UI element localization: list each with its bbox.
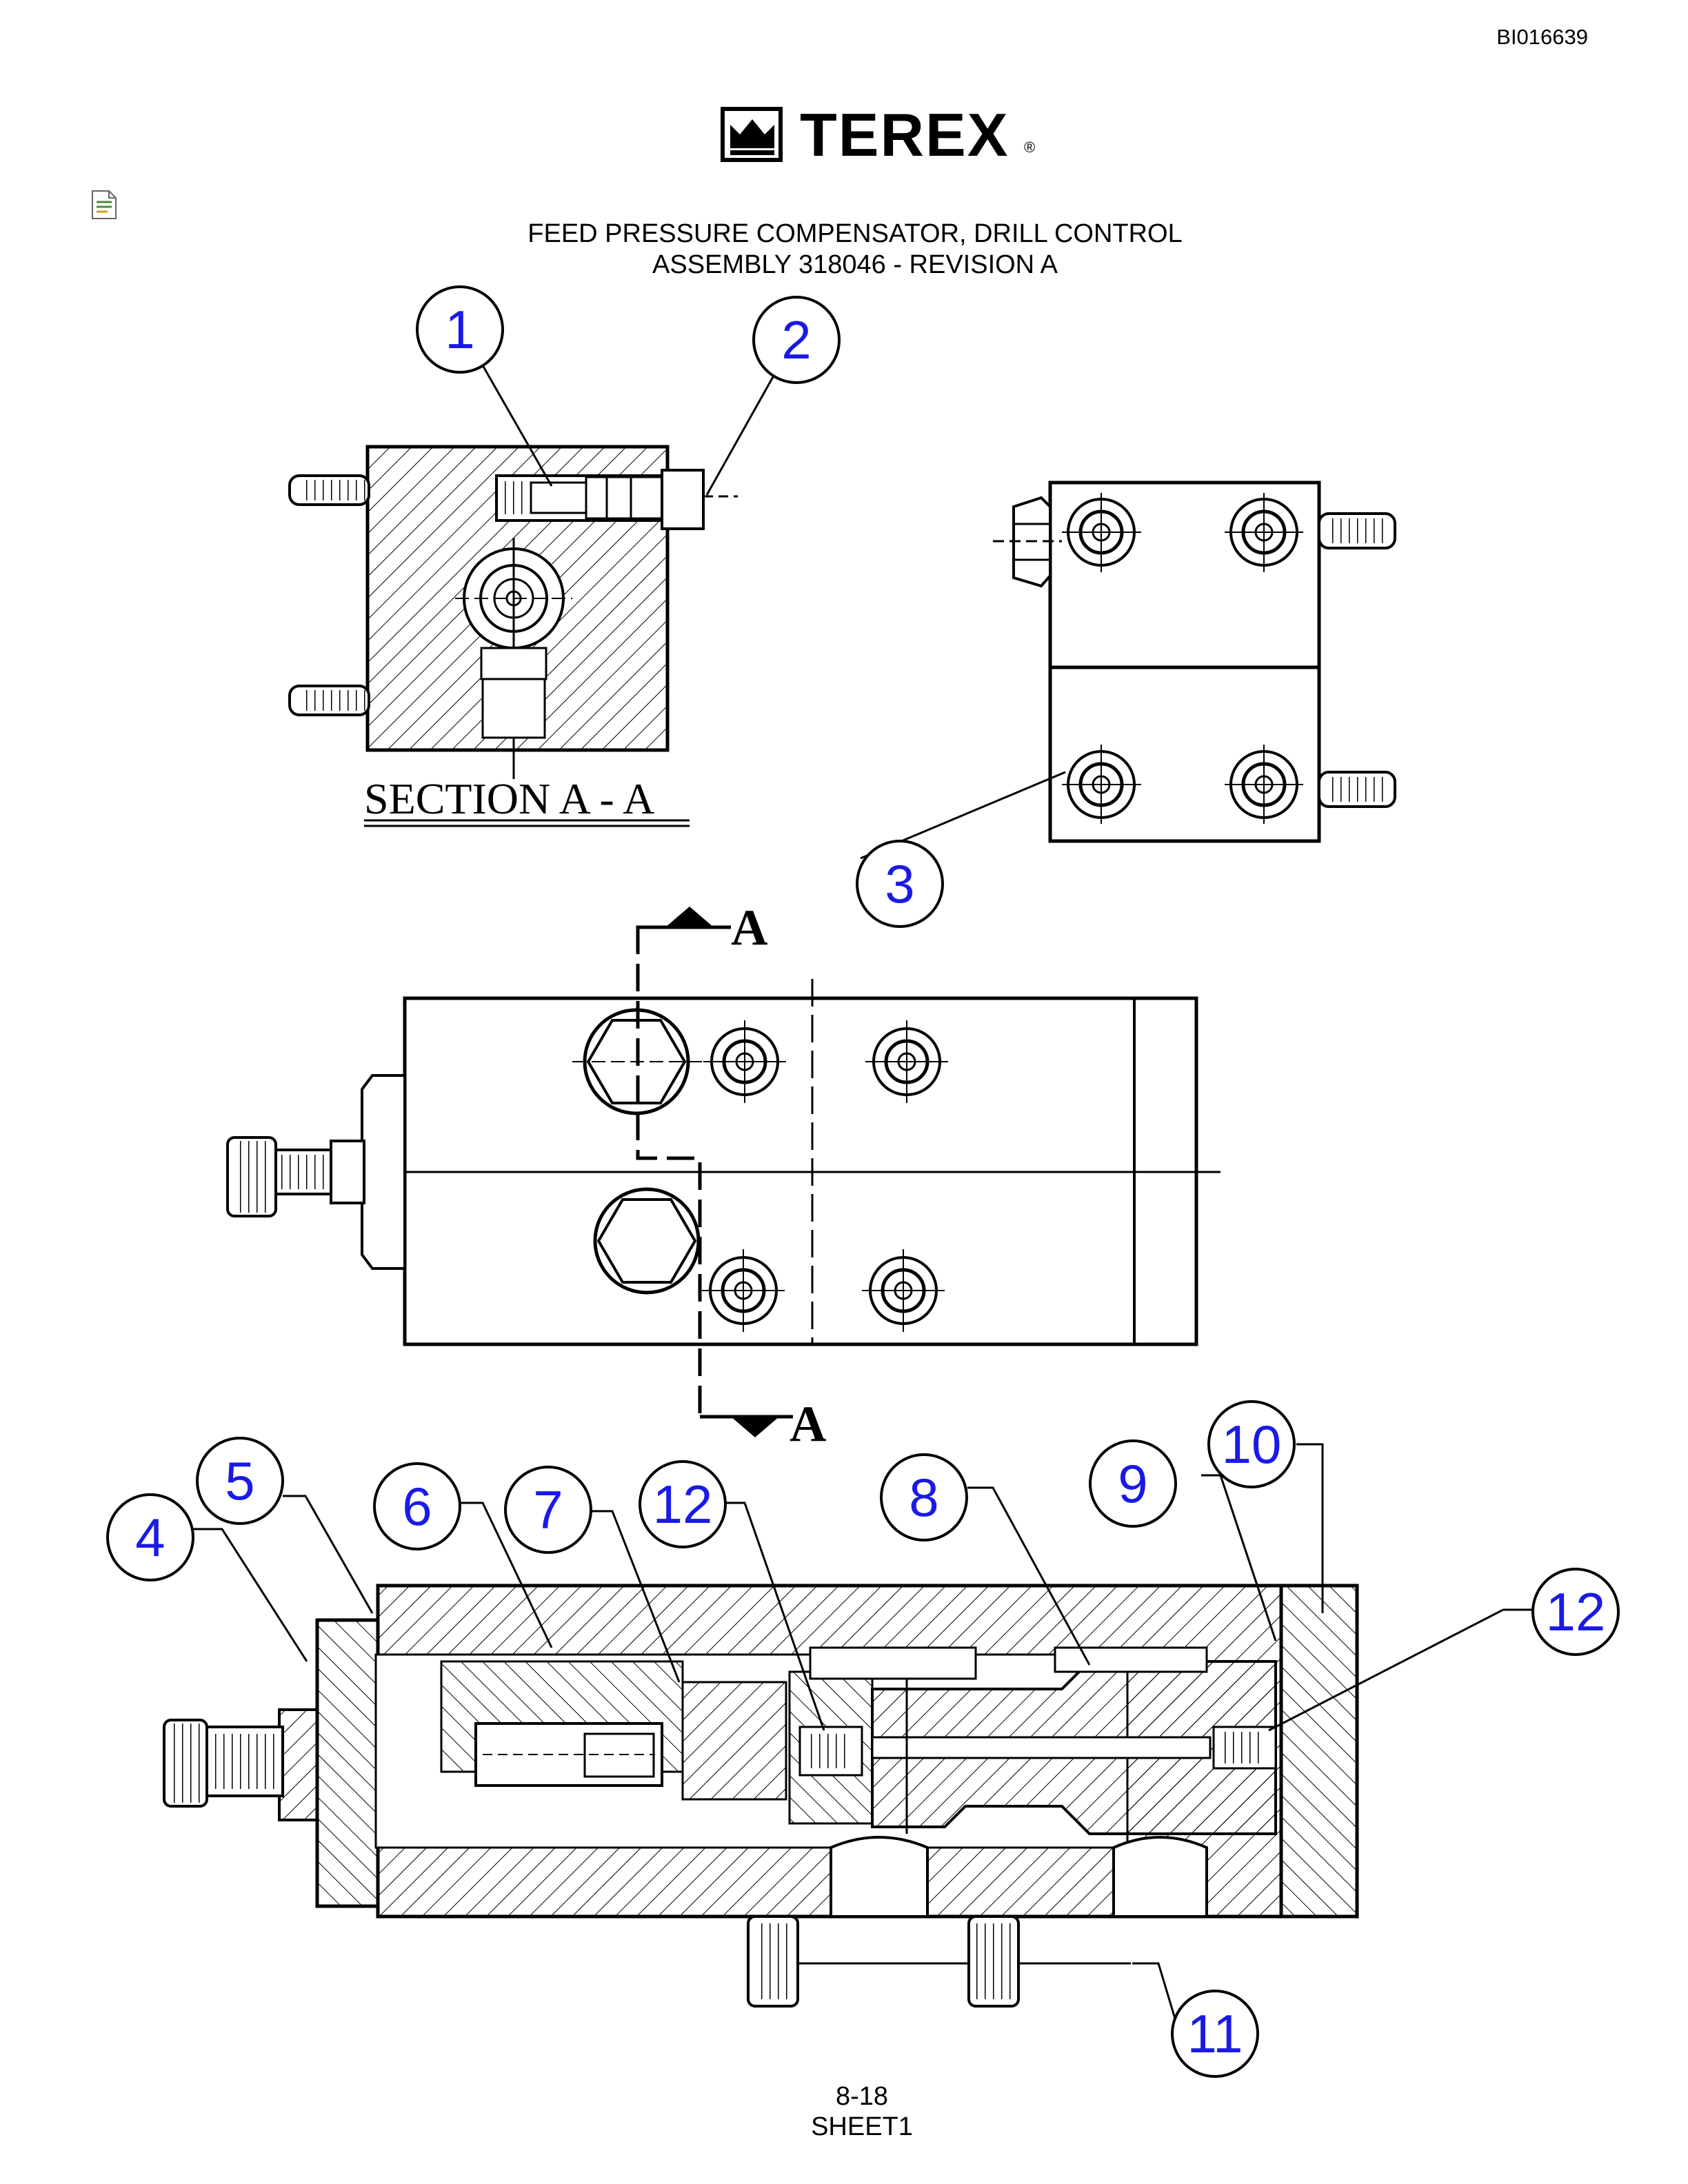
callout-12-left: 12 <box>639 1460 727 1548</box>
document-id: BI016639 <box>1496 25 1588 49</box>
registered-mark: ® <box>1024 139 1036 156</box>
callouts: 1 2 3 4 5 6 7 12 <box>106 285 1620 2078</box>
callout-5: 5 <box>196 1437 284 1525</box>
main-cross-section <box>163 1584 1359 2008</box>
svg-text:3: 3 <box>885 853 914 914</box>
svg-text:2: 2 <box>781 310 811 370</box>
sheet-label: SHEET1 <box>811 2112 913 2141</box>
svg-text:10: 10 <box>1222 1414 1282 1475</box>
callout-11: 11 <box>1171 1990 1259 2078</box>
callout-9: 9 <box>1089 1439 1177 1528</box>
svg-text:8: 8 <box>909 1467 938 1528</box>
callout-3: 3 <box>856 840 944 928</box>
svg-text:12: 12 <box>653 1474 713 1535</box>
top-view: A A <box>226 900 1220 1453</box>
callout-10: 10 <box>1207 1400 1296 1488</box>
page-number: 8-18 <box>835 2082 889 2111</box>
svg-text:4: 4 <box>135 1507 165 1568</box>
svg-text:1: 1 <box>445 299 474 360</box>
svg-text:7: 7 <box>533 1479 563 1540</box>
callout-4: 4 <box>106 1493 194 1581</box>
drawing-subtitle: ASSEMBLY 318046 - REVISION A <box>652 250 1058 279</box>
callout-7: 7 <box>504 1466 592 1554</box>
section-aa-view: SECTION A - A <box>288 445 738 827</box>
crown-icon <box>721 107 783 162</box>
callout-2: 2 <box>752 296 841 384</box>
svg-text:5: 5 <box>225 1450 254 1511</box>
cut-label-top: A <box>731 900 767 956</box>
svg-text:12: 12 <box>1546 1581 1606 1642</box>
svg-text:11: 11 <box>1187 2003 1243 2064</box>
svg-text:6: 6 <box>402 1476 432 1537</box>
logo-wordmark: TEREX <box>800 101 1009 169</box>
callout-8: 8 <box>880 1453 968 1541</box>
side-view <box>993 481 1396 843</box>
terex-logo: TEREX ® <box>721 101 1045 169</box>
callout-6: 6 <box>373 1462 461 1550</box>
svg-text:9: 9 <box>1118 1453 1147 1514</box>
section-label: SECTION A - A <box>364 774 654 823</box>
cut-label-bottom: A <box>790 1396 826 1453</box>
document-icon[interactable] <box>91 190 117 220</box>
callout-12-right: 12 <box>1531 1568 1620 1656</box>
callout-1: 1 <box>416 285 504 374</box>
drawing-title: FEED PRESSURE COMPENSATOR, DRILL CONTROL <box>528 219 1183 248</box>
